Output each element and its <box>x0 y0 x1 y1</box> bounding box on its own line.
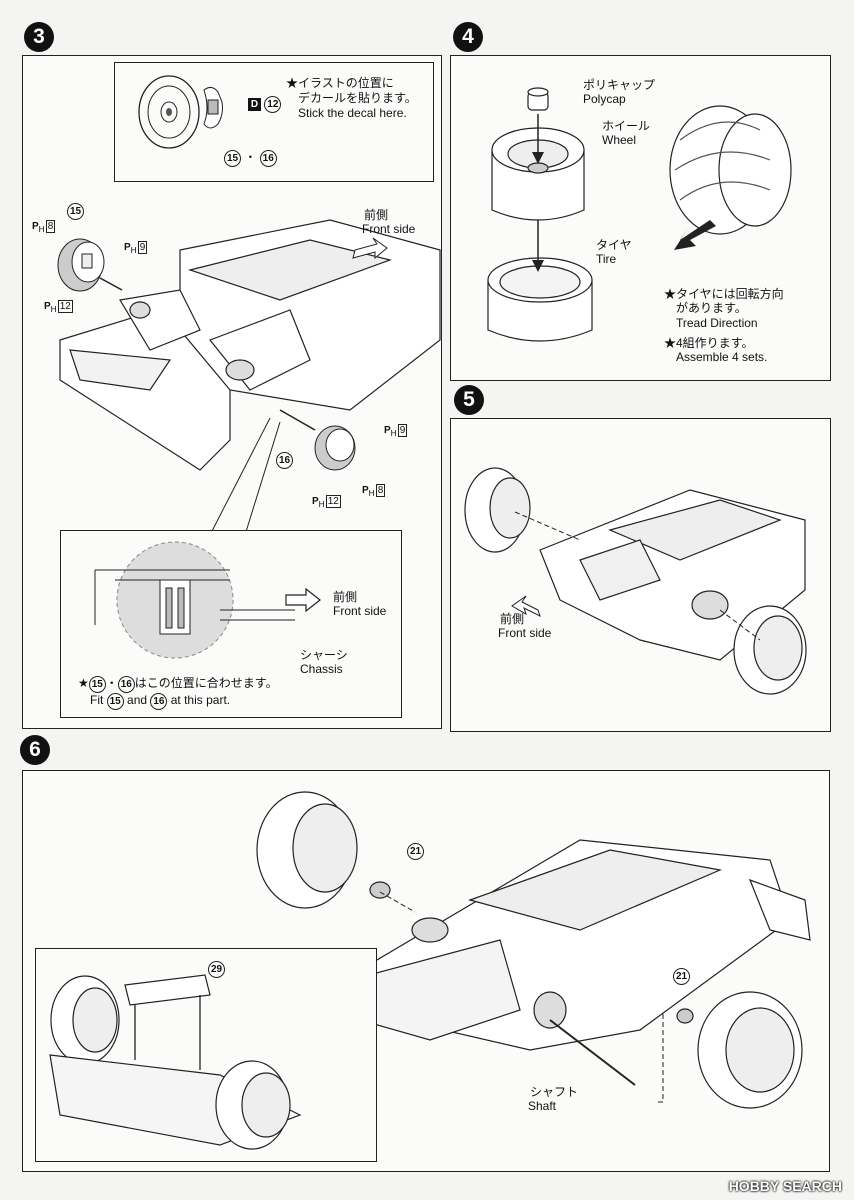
step3-front-jp: 前側 <box>364 208 389 222</box>
polycap-en: Polycap <box>583 92 626 106</box>
step-5-drawing <box>464 467 807 695</box>
polycap-jp: ポリキャップ <box>583 78 656 92</box>
decal-number: 12 <box>264 96 282 113</box>
step-4-number: 4 <box>453 22 483 52</box>
detail-drawing <box>94 541 295 659</box>
detail-note-en: Fit 15 and 16 at this part. <box>90 693 230 710</box>
step-3-detail-box <box>60 530 402 718</box>
detail-chassis-jp: シャーシ <box>300 648 348 662</box>
decal-note-jp2: デカールを貼ります。 <box>298 91 417 105</box>
step-3-chassis-drawing <box>57 219 441 536</box>
detail-front-jp: 前側 <box>333 590 358 604</box>
decal-letter: D <box>248 98 261 111</box>
shaft-jp: シャフト <box>530 1085 579 1099</box>
wheel-decal-illustration <box>138 75 223 149</box>
part-21b-label: 21 <box>673 968 690 985</box>
wheel-jp: ホイール <box>602 119 651 133</box>
tread-en: Tread Direction <box>676 316 758 330</box>
assemble-en: Assemble 4 sets. <box>676 350 768 364</box>
step3-front-en: Front side <box>362 222 416 236</box>
part-21a-circle: 21 <box>407 843 424 860</box>
part-29-circle: 29 <box>208 961 225 978</box>
watermark: HOBBY SEARCH <box>728 1178 842 1194</box>
parts-separator: ・ <box>244 150 257 164</box>
tread-jp: ★タイヤには回転方向 <box>664 287 784 301</box>
decal-ref: D 12 <box>248 96 282 113</box>
tire-jp: タイヤ <box>596 238 632 252</box>
wheel-en: Wheel <box>602 133 637 147</box>
step-6-number: 6 <box>20 735 50 765</box>
part-15-circle: 15 <box>67 203 84 220</box>
step5-front-en: Front side <box>498 626 552 640</box>
part-16-circle: 16 <box>276 452 293 469</box>
part-16-badge: 16 <box>259 150 277 167</box>
tire-en: Tire <box>596 252 617 266</box>
decal-parts: 15 ・ 16 <box>224 150 277 167</box>
assemble-jp: ★4組作ります。 <box>664 336 754 350</box>
step-5-number: 5 <box>454 385 484 415</box>
decal-note-jp: ★イラストの位置に <box>286 76 394 90</box>
part-21a-label: 21 <box>407 843 424 860</box>
step-3-number: 3 <box>24 22 54 52</box>
part-29-label: 29 <box>208 961 225 978</box>
detail-front-arrow <box>285 587 321 613</box>
part-15-badge: 15 <box>224 150 241 167</box>
step-6-inset-drawing <box>49 974 302 1150</box>
part-21b-circle: 21 <box>673 968 690 985</box>
part-15-label: 15 <box>67 203 84 220</box>
step-6-chassis-drawing <box>256 791 811 1109</box>
tread-jp2: があります。 <box>676 301 747 315</box>
detail-front-en: Front side <box>333 604 387 618</box>
part-16-label: 16 <box>276 452 293 469</box>
wheel-tire-exploded-drawing <box>487 87 593 342</box>
shaft-en: Shaft <box>528 1099 557 1113</box>
tread-tire-drawing <box>669 105 792 250</box>
decal-note-en: Stick the decal here. <box>298 106 407 120</box>
step5-front-jp: 前側 <box>500 612 525 626</box>
detail-chassis-en: Chassis <box>300 662 343 676</box>
